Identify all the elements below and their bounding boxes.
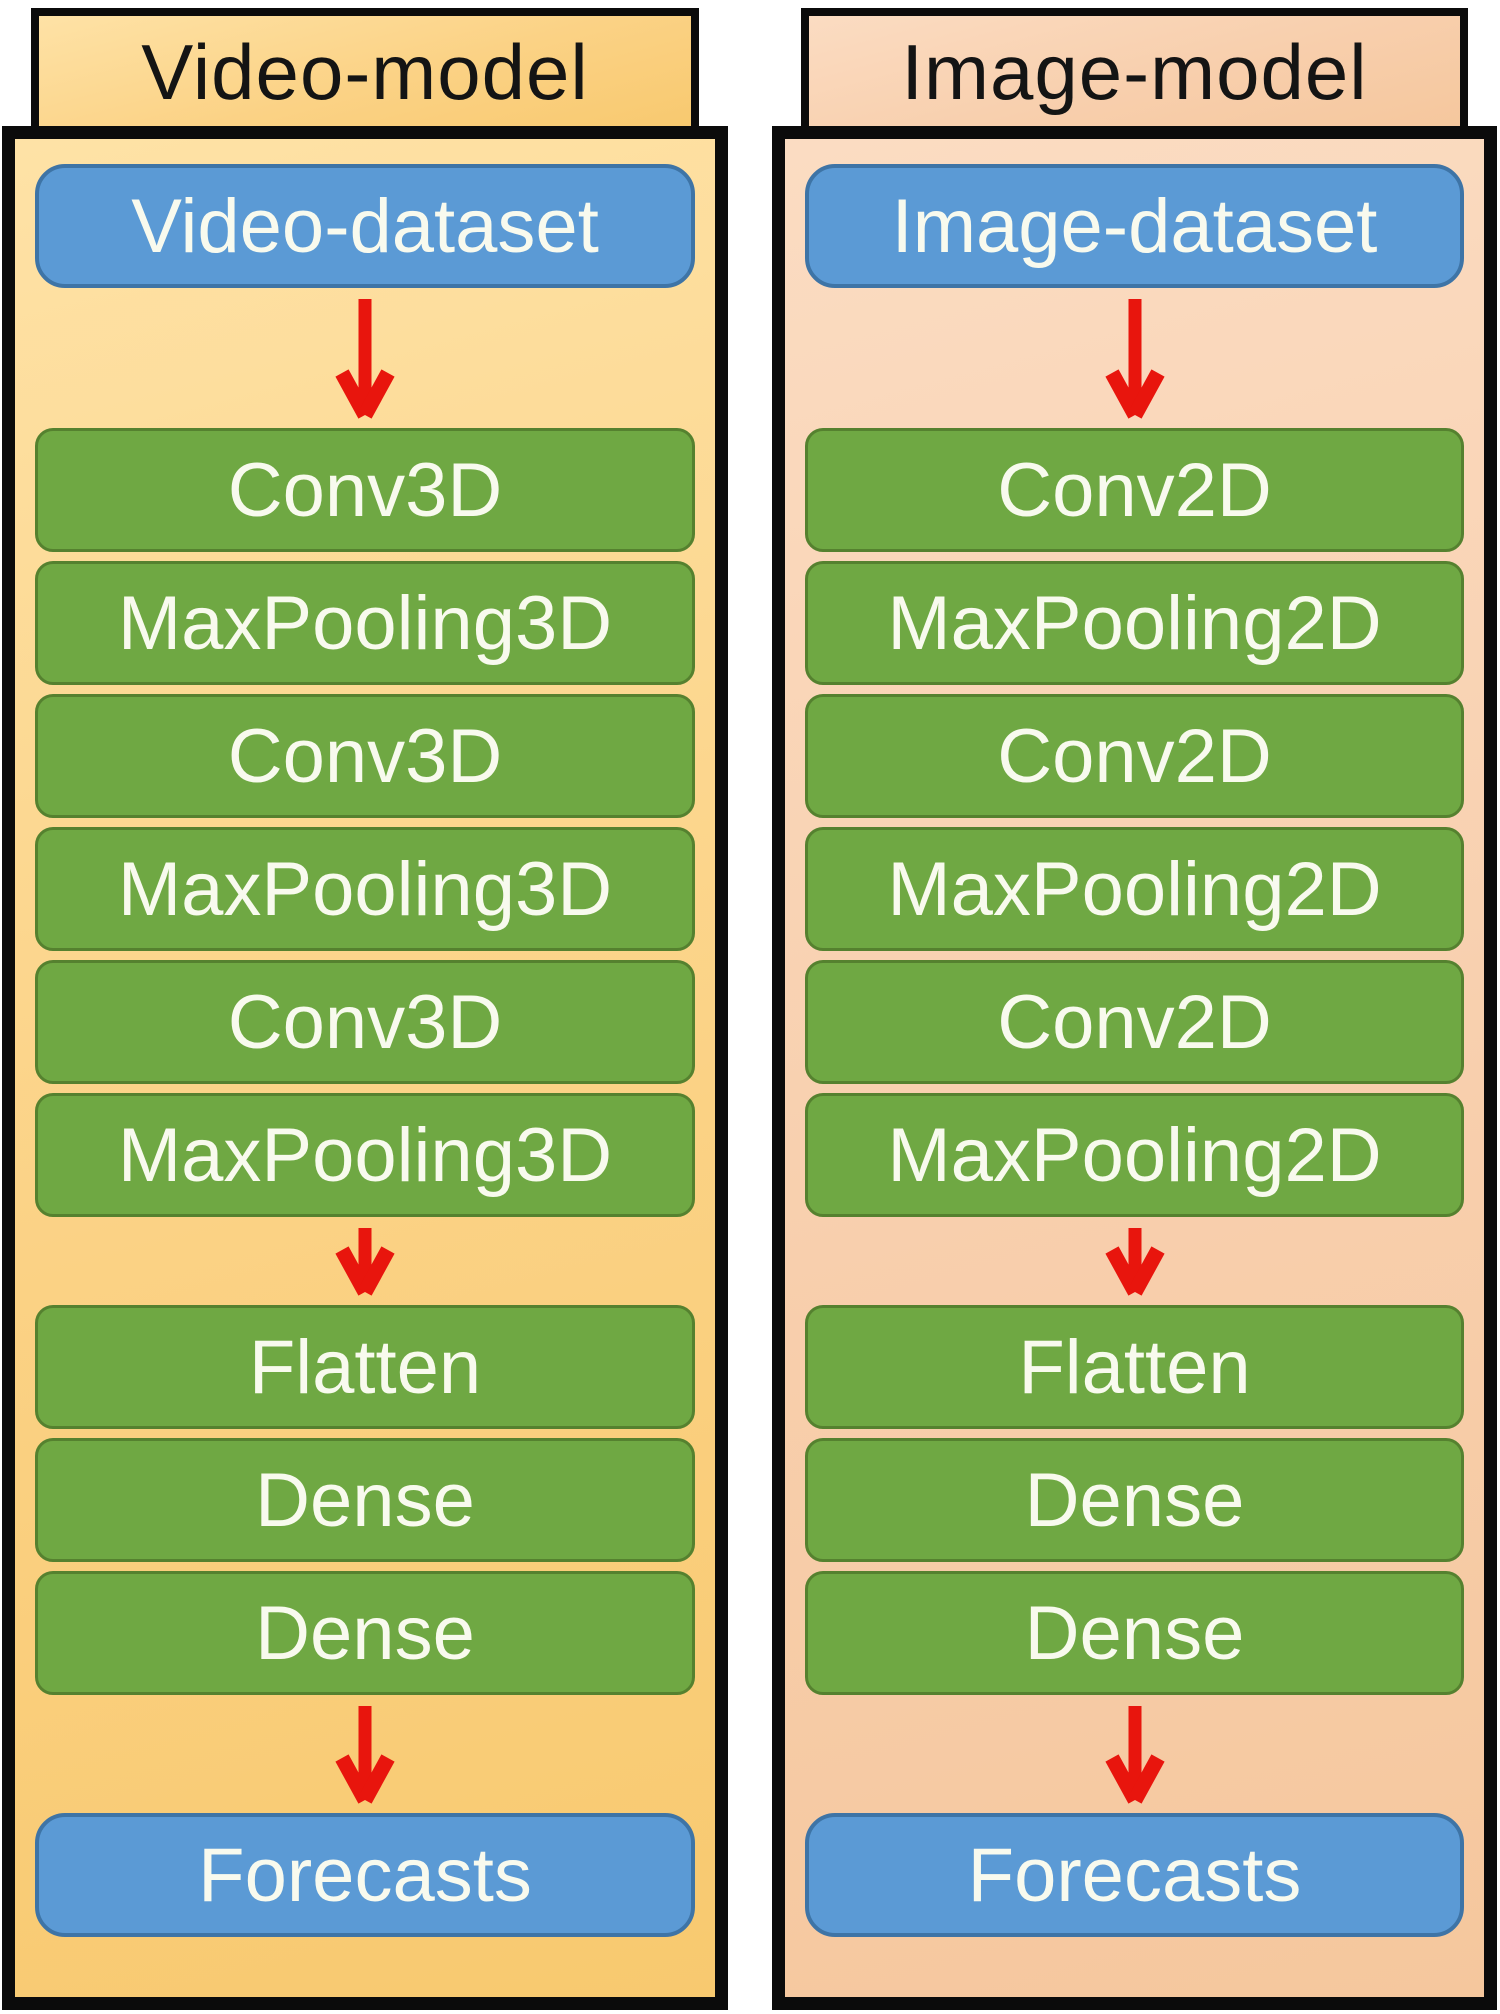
down-arrow-icon: [333, 1704, 397, 1804]
node-forecasts: Forecasts: [805, 1813, 1464, 1937]
down-arrow-icon: [1103, 297, 1167, 419]
node-conv2d: Conv2D: [805, 960, 1464, 1084]
down-arrow-icon: [1103, 1704, 1167, 1804]
down-arrow-glyph: [1104, 1228, 1165, 1296]
node-conv3d: Conv3D: [35, 960, 695, 1084]
node-conv3d: Conv3D: [35, 428, 695, 552]
down-arrow-glyph: [335, 1706, 395, 1804]
node-dense: Dense: [805, 1571, 1464, 1695]
node-dense: Dense: [805, 1438, 1464, 1562]
down-arrow-icon: [1103, 1226, 1167, 1296]
node-forecasts: Forecasts: [35, 1813, 695, 1937]
node-dense: Dense: [35, 1438, 695, 1562]
node-image-dataset: Image-dataset: [805, 164, 1464, 288]
down-arrow-glyph: [335, 1228, 395, 1296]
down-arrow-icon: [333, 297, 397, 419]
node-flatten: Flatten: [805, 1305, 1464, 1429]
node-maxpooling3d: MaxPooling3D: [35, 1093, 695, 1217]
down-arrow-glyph: [335, 299, 395, 419]
column-title-video: Video-model: [31, 8, 699, 136]
node-maxpooling2d: MaxPooling2D: [805, 1093, 1464, 1217]
down-arrow-glyph: [1104, 1706, 1165, 1804]
node-conv2d: Conv2D: [805, 428, 1464, 552]
node-flatten: Flatten: [35, 1305, 695, 1429]
down-arrow-glyph: [1104, 299, 1165, 419]
node-maxpooling3d: MaxPooling3D: [35, 561, 695, 685]
down-arrow-icon: [333, 1226, 397, 1296]
node-maxpooling3d: MaxPooling3D: [35, 827, 695, 951]
node-maxpooling2d: MaxPooling2D: [805, 561, 1464, 685]
node-maxpooling2d: MaxPooling2D: [805, 827, 1464, 951]
node-conv2d: Conv2D: [805, 694, 1464, 818]
node-conv3d: Conv3D: [35, 694, 695, 818]
node-video-dataset: Video-dataset: [35, 164, 695, 288]
column-title-image: Image-model: [801, 8, 1468, 136]
node-dense: Dense: [35, 1571, 695, 1695]
